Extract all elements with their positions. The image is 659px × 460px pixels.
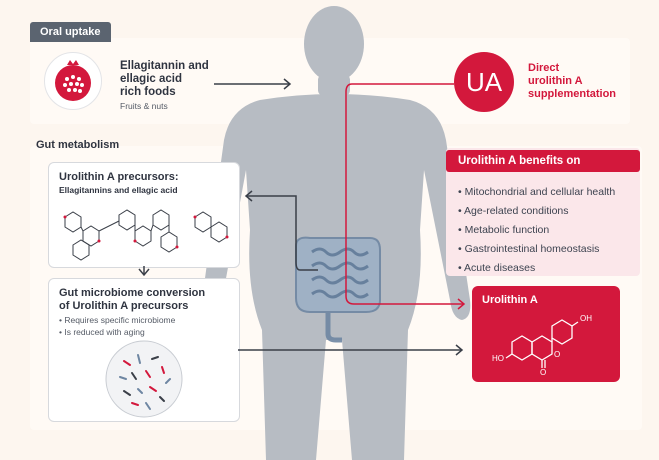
conversion-item-text: Is reduced with aging — [64, 327, 145, 337]
oral-uptake-tab: Oral uptake — [30, 22, 111, 42]
benefit-text: Gastrointestinal homeostasis — [464, 243, 600, 255]
conversion-item: • Is reduced with aging — [59, 327, 145, 337]
o-ring-label: O — [554, 350, 561, 359]
intestines — [295, 236, 381, 343]
benefit-item: • Mitochondrial and cellular health — [458, 186, 616, 198]
benefit-item: • Metabolic function — [458, 224, 550, 236]
microbiome-icon — [105, 340, 183, 418]
precursors-subtitle: Ellagitannins and ellagic acid — [59, 185, 178, 195]
conversion-card: Gut microbiome conversion of Urolithin A… — [48, 278, 240, 422]
direct-line: supplementation — [528, 88, 617, 100]
benefit-text: Acute diseases — [464, 262, 536, 274]
urolithin-molecule-icon — [505, 319, 579, 368]
ua-badge: UA — [454, 52, 514, 112]
urolithin-title: Urolithin A — [482, 294, 538, 306]
food-title-line: Ellagitannin and — [120, 60, 209, 72]
ho-label: HO — [492, 354, 504, 363]
direct-line: Direct — [528, 62, 560, 74]
ua-badge-text: UA — [465, 66, 503, 97]
conversion-title: Gut microbiome conversion of Urolithin A… — [59, 287, 205, 313]
precursors-card: Urolithin A precursors: Ellagitannins an… — [48, 162, 240, 268]
conversion-item: • Requires specific microbiome — [59, 315, 176, 325]
oh-label: OH — [580, 314, 592, 323]
benefit-text: Age-related conditions — [464, 205, 569, 217]
direct-supplementation-arrow — [345, 83, 464, 305]
benefit-text: Metabolic function — [464, 224, 550, 236]
benefits-list: • Mitochondrial and cellular health • Ag… — [458, 186, 615, 281]
direct-supplementation-label: Direct urolithin A supplementation — [528, 62, 616, 101]
benefit-item: • Gastrointestinal homeostasis — [458, 243, 600, 255]
benefits-title: Urolithin A benefits on — [458, 155, 581, 167]
pomegranate-icon — [55, 60, 91, 101]
precursor-molecules-icon — [63, 209, 229, 261]
food-title: Ellagitannin and ellagic acid rich foods — [120, 60, 209, 99]
food-card — [44, 52, 102, 110]
urolithin-card: Urolithin A OH HO O O — [472, 286, 620, 382]
conversion-item-text: Requires specific microbiome — [64, 315, 176, 325]
benefits-header: Urolithin A benefits on — [446, 150, 640, 172]
o-carbonyl-label: O — [540, 368, 547, 377]
benefit-item: • Age-related conditions — [458, 205, 569, 217]
food-subtitle: Fruits & nuts — [120, 101, 168, 111]
benefit-text: Mitochondrial and cellular health — [464, 186, 616, 198]
gut-to-precursor-arrow — [246, 195, 318, 271]
conversion-title-line: of Urolithin A precursors — [59, 300, 189, 312]
gut-metabolism-tab: Gut metabolism — [36, 139, 120, 151]
precursors-title: Urolithin A precursors: — [59, 171, 179, 183]
benefit-item: • Acute diseases — [458, 262, 536, 274]
direct-line: urolithin A — [528, 75, 583, 87]
food-title-line: rich foods — [120, 86, 176, 98]
food-title-line: ellagic acid — [120, 73, 183, 85]
conversion-title-line: Gut microbiome conversion — [59, 287, 206, 299]
